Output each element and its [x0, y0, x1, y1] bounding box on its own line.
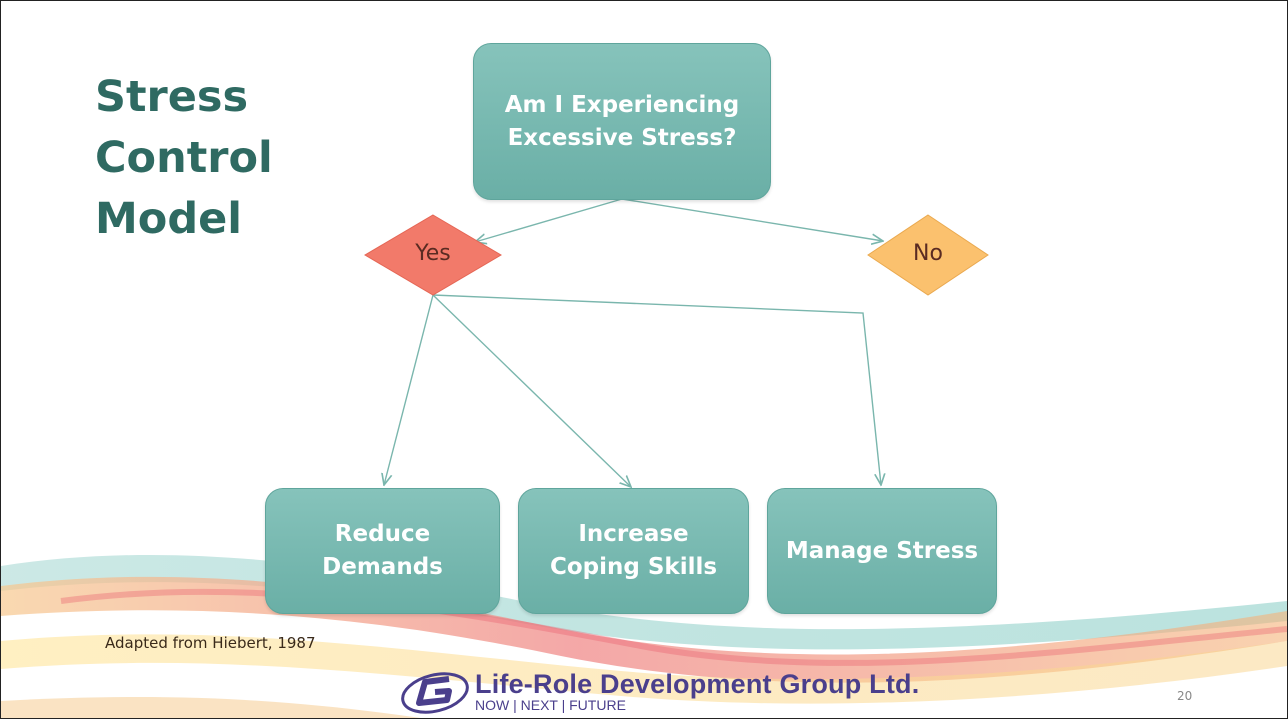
action-line: Increase	[578, 521, 689, 547]
title-line: Control	[95, 133, 273, 183]
increase-coping-skills-box: Increase Coping Skills	[518, 488, 749, 614]
slide-title: Stress Control Model	[95, 67, 355, 250]
company-logo: Life-Role Development Group Ltd. NOW | N…	[399, 669, 919, 715]
logo-tagline: NOW | NEXT | FUTURE	[475, 697, 626, 713]
question-box: Am I Experiencing Excessive Stress?	[473, 43, 771, 200]
question-line: Am I Experiencing	[504, 91, 740, 118]
action-line: Reduce	[334, 521, 431, 547]
yes-diamond	[364, 214, 502, 296]
no-diamond	[867, 214, 989, 296]
question-line: Excessive Stress?	[507, 124, 737, 151]
source-credit: Adapted from Hiebert, 1987	[105, 634, 316, 652]
action-line: Manage Stress	[785, 537, 979, 564]
title-line: Stress	[95, 72, 249, 122]
connector-question-to-no	[621, 198, 883, 241]
title-line: Model	[95, 194, 243, 244]
page-number: 20	[1177, 689, 1193, 703]
yes-label: Yes	[415, 241, 451, 266]
action-line: Demands	[322, 554, 443, 580]
no-label: No	[913, 241, 943, 266]
reduce-demands-box: Reduce Demands	[265, 488, 500, 614]
connector-yes-to-reduce	[384, 294, 434, 485]
connector-yes-to-manage	[432, 294, 881, 485]
manage-stress-box: Manage Stress	[767, 488, 997, 614]
lrdg-logo-icon	[401, 672, 469, 714]
connector-yes-to-increase	[432, 294, 631, 487]
connector-question-to-yes	[475, 198, 623, 242]
action-line: Coping Skills	[549, 554, 718, 580]
logo-company-name: Life-Role Development Group Ltd.	[475, 669, 920, 699]
